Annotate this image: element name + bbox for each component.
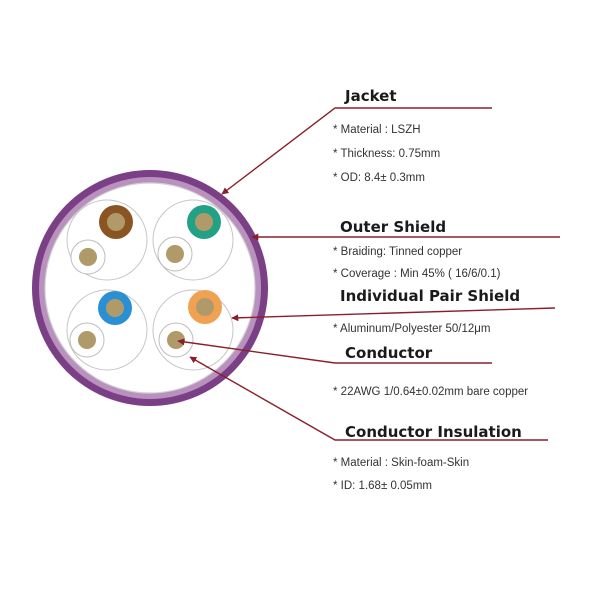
- conductor-title: Conductor: [345, 344, 433, 362]
- conductor-insulation-spec-line: * ID: 1.68± 0.05mm: [333, 480, 432, 492]
- conductor-core: [79, 248, 97, 266]
- leader-lines: [177, 107, 560, 441]
- jacket-title: Jacket: [344, 87, 397, 105]
- conductor-core: [106, 299, 124, 317]
- conductor-core: [167, 331, 185, 349]
- outer-shield-spec-line: * Coverage : Min 45% ( 16/6/0.1): [333, 268, 501, 280]
- conductor-spec-line: * 22AWG 1/0.64±0.02mm bare copper: [333, 386, 528, 398]
- conductor-core: [166, 245, 184, 263]
- leader-pair-shield: [231, 307, 556, 322]
- conductor-insulation-spec-line: * Material : Skin-foam-Skin: [333, 457, 469, 469]
- twisted-pair-green: [152, 199, 234, 281]
- conductor-insulation-title: Conductor Insulation: [345, 423, 522, 441]
- leader-jacket: [221, 107, 492, 195]
- twisted-pair-orange: [152, 289, 234, 371]
- conductor-core: [78, 331, 96, 349]
- jacket-spec-line: * Thickness: 0.75mm: [333, 148, 440, 160]
- twisted-pair-brown: [66, 199, 148, 281]
- cable-cross-section: [32, 170, 268, 406]
- pair-shield-title: Individual Pair Shield: [340, 287, 520, 305]
- jacket-spec-line: * Material : LSZH: [333, 124, 421, 136]
- conductor-core: [107, 213, 125, 231]
- outer-shield-spec-line: * Braiding: Tinned copper: [333, 246, 462, 258]
- outer-shield-title: Outer Shield: [340, 218, 446, 236]
- pair-shield-spec-line: * Aluminum/Polyester 50/12μm: [333, 323, 490, 335]
- conductor-core: [195, 213, 213, 231]
- leader-conductor-insulation: [189, 356, 548, 441]
- annotation-labels: Jacket * Material : LSZH * Thickness: 0.…: [333, 87, 528, 492]
- conductor-core: [196, 298, 214, 316]
- twisted-pair-blue: [66, 289, 148, 371]
- jacket-spec-line: * OD: 8.4± 0.3mm: [333, 172, 425, 184]
- leader-conductor: [177, 338, 492, 364]
